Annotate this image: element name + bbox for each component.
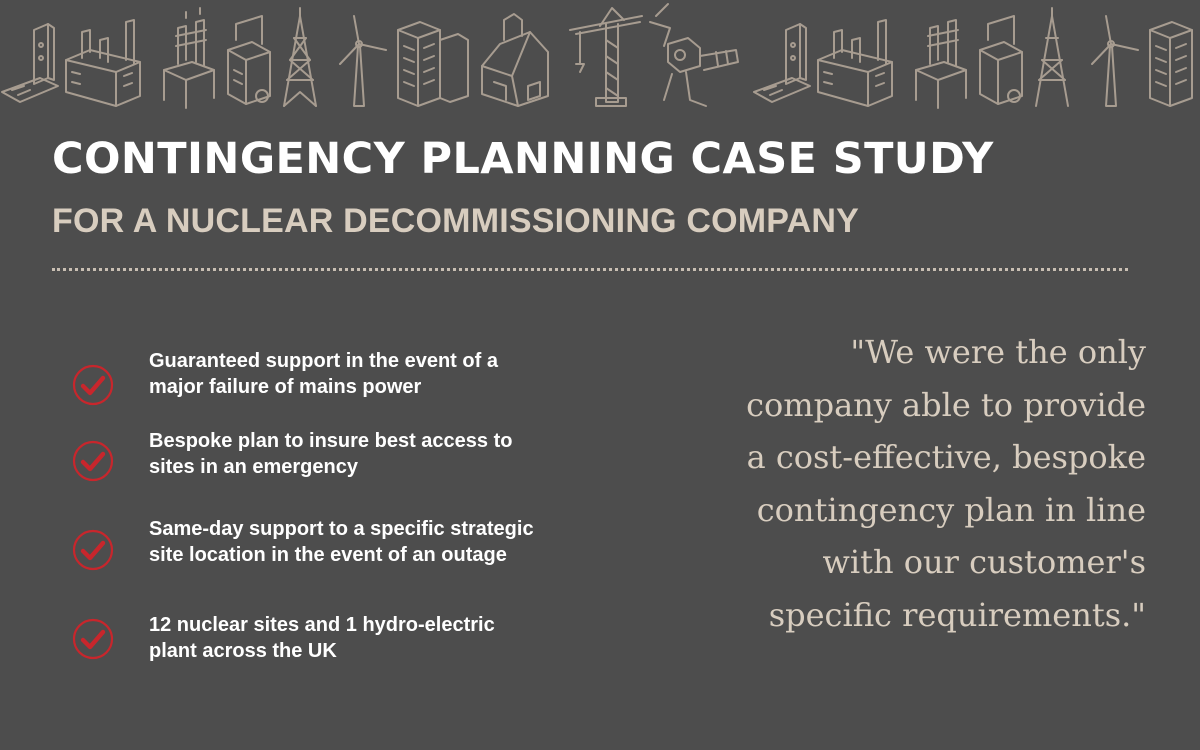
feature-line: Same-day support to a specific strategic [149, 518, 534, 540]
quote-line: company able to provide [746, 385, 1146, 424]
quote-line: with our customer's [822, 543, 1146, 582]
generator-icon [227, 15, 271, 105]
junction-box-icon [1, 23, 59, 103]
quote-line: specific requirements." [768, 595, 1146, 634]
substation-icon [163, 7, 215, 109]
pylon-icon [283, 7, 317, 107]
barn-icon [481, 13, 549, 107]
feature-line: Bespoke plan to insure best access to [149, 430, 513, 452]
feature-item: 12 nuclear sites and 1 hydro-electric pl… [72, 612, 632, 672]
feature-item: Guaranteed support in the event of a maj… [72, 348, 632, 408]
feature-line: site location in the event of an outage [149, 544, 507, 566]
page-title: CONTINGENCY PLANNING CASE STUDY [52, 134, 994, 184]
check-circle-icon [72, 440, 114, 482]
quote-line: contingency plan in line [756, 490, 1146, 529]
wind-turbine-icon [339, 15, 387, 107]
infrastructure-banner [0, 0, 1200, 112]
feature-text: Guaranteed support in the event of a maj… [149, 348, 629, 400]
feature-line: sites in an emergency [149, 456, 358, 478]
feature-line: 12 nuclear sites and 1 hydro-electric [149, 614, 495, 636]
crane-icon [569, 7, 643, 107]
customer-quote: "We were the only company able to provid… [626, 326, 1146, 642]
feature-line: plant across the UK [149, 640, 337, 662]
page-subtitle: FOR A NUCLEAR DECOMMISSIONING COMPANY [52, 202, 860, 240]
feature-text: Same-day support to a specific strategic… [149, 516, 629, 568]
feature-text: 12 nuclear sites and 1 hydro-electric pl… [149, 612, 629, 664]
feature-item: Bespoke plan to insure best access to si… [72, 428, 632, 488]
satellite-icon [649, 3, 739, 107]
feature-line: major failure of mains power [149, 376, 422, 398]
quote-line: a cost-effective, bespoke [746, 438, 1146, 477]
feature-line: Guaranteed support in the event of a [149, 350, 498, 372]
factory-icon [65, 19, 141, 107]
check-circle-icon [72, 529, 114, 571]
office-building-icon [397, 21, 469, 107]
feature-item: Same-day support to a specific strategic… [72, 516, 632, 576]
dotted-divider [52, 268, 1128, 271]
check-circle-icon [72, 364, 114, 406]
check-circle-icon [72, 618, 114, 660]
quote-line: "We were the only [850, 333, 1146, 371]
feature-text: Bespoke plan to insure best access to si… [149, 428, 629, 480]
